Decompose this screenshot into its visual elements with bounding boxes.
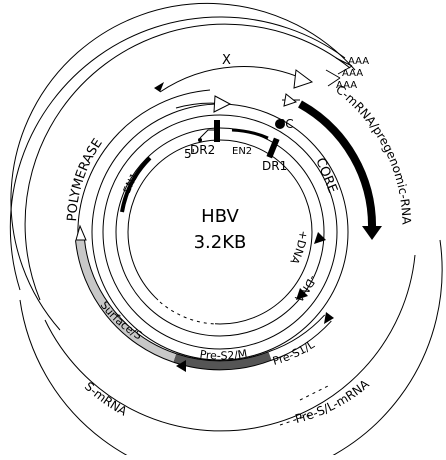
dr2-label: DR2	[190, 143, 215, 157]
surface-gene-arrow	[75, 224, 87, 241]
en1-region	[120, 156, 152, 213]
pc-label: PC	[278, 117, 294, 131]
core-gene-arrow	[362, 226, 382, 240]
pre-s2-start-triangle	[176, 360, 186, 372]
plus-dna-label-path: +DNA	[287, 229, 310, 266]
center-title: HBV	[201, 206, 239, 227]
surface-label-path: Surface/S	[98, 299, 145, 343]
polymerase-arc	[77, 89, 211, 241]
pre-s2-gene-fill	[173, 352, 272, 370]
five-prime-leader	[199, 129, 214, 139]
aaa-label-3: AAA	[336, 80, 357, 91]
precore-triangle	[283, 93, 298, 107]
s-mrna-label: S-mRNA	[82, 379, 130, 419]
x-gene-arc	[159, 66, 311, 93]
polymerase-label-path: POLYMERASE	[65, 136, 106, 222]
gene-ring-1	[102, 114, 338, 350]
core-gene-arc	[298, 100, 377, 231]
pre-s1-mrna-label-path: Pre-S/L-mRNA	[294, 376, 373, 426]
pre-s-mrna-arc-upper	[24, 23, 351, 301]
dr1-mark	[266, 137, 280, 159]
five-prime-dot	[198, 138, 202, 142]
s-mrna-label-path: S-mRNA	[82, 379, 130, 419]
pre-s1-mrna-label: Pre-S/L-mRNA	[294, 376, 373, 426]
surface-gene-fill	[76, 239, 177, 362]
pre-s-mrna-dashed-tail	[299, 384, 331, 401]
five-prime-label: 5'	[184, 147, 195, 161]
outer-mrna-arc-upper	[9, 16, 346, 291]
s-mrna-arc-lower	[19, 239, 443, 460]
pre-s2-label-path: Pre-S2/M	[199, 347, 248, 363]
plus-dna-gap	[156, 298, 216, 326]
center-genome-size: 3.2KB	[194, 232, 247, 253]
plus-dna-label: +DNA	[287, 229, 310, 266]
pre-s2-label: Pre-S2/M	[199, 347, 248, 363]
core-gene-label: CORE	[312, 156, 340, 196]
aaa-label-2: AAA	[342, 68, 363, 79]
pre-s1-start-triangle	[324, 312, 334, 324]
s-mrna-dashed-tail	[279, 414, 311, 426]
mrna-arrow-head-2	[325, 69, 341, 87]
plus-dna-triangle	[314, 232, 326, 244]
surface-label: Surface/S	[98, 299, 145, 343]
dr2-mark	[214, 120, 220, 142]
en2-label: EN2	[232, 146, 252, 157]
plus-dna-dashed	[159, 301, 216, 325]
x-gene-start	[154, 82, 164, 92]
polymerase-label: POLYMERASE	[65, 136, 106, 222]
en2-region	[231, 128, 269, 140]
pre-s-mrna-arc-lower	[44, 254, 416, 432]
minus-dna-triangle	[296, 288, 308, 300]
pc-dot	[275, 119, 285, 129]
dr2-small-arrow-head	[213, 95, 232, 113]
dr1-label: DR1	[262, 159, 287, 173]
pre-s1-gene-fill	[268, 315, 331, 360]
mrna-arrow-head	[335, 57, 353, 75]
x-gene-label: X	[222, 53, 231, 68]
aaa-label-1: AAA	[348, 56, 369, 67]
s-mrna-arc-upper	[10, 2, 356, 331]
x-gene-arrow	[293, 69, 314, 89]
